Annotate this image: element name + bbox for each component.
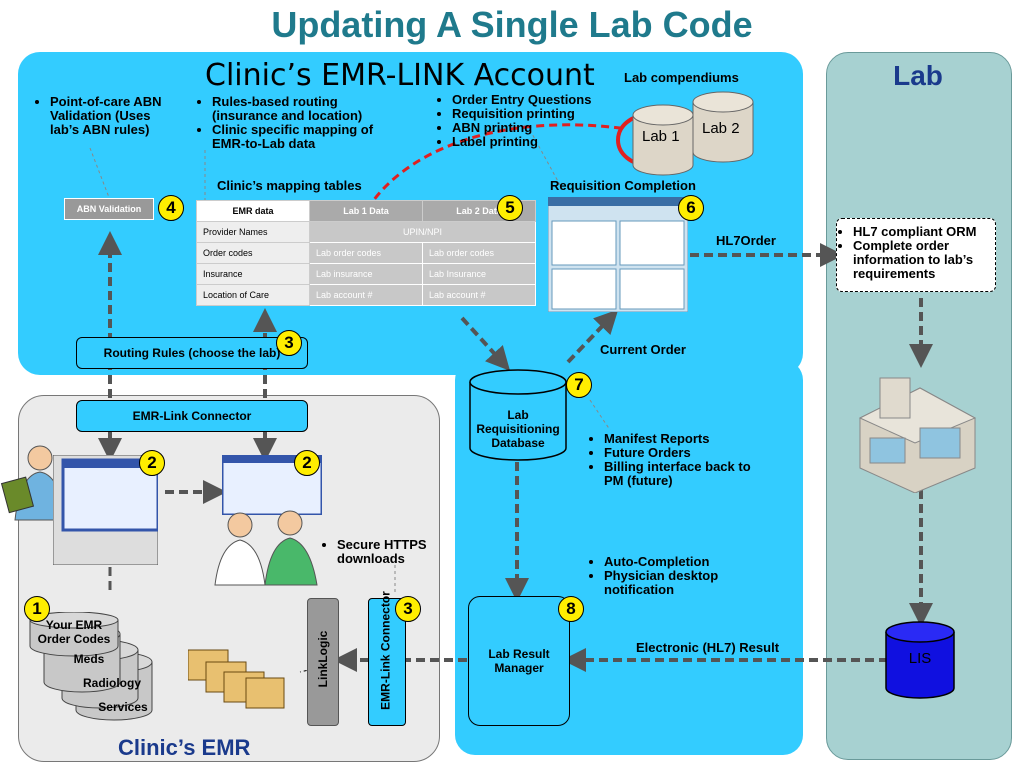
mapping-title: Clinic’s mapping tables (217, 178, 362, 193)
db-bullet-1: Manifest Reports (604, 432, 772, 446)
linklogic-label: LinkLogic (316, 630, 330, 688)
abn-bullet: Point-of-care ABN Validation (Uses lab’s… (50, 95, 163, 137)
stack-label-radiology: Radiology (82, 676, 141, 690)
db-bullet-2: Future Orders (604, 446, 772, 460)
mapping-table: EMR data Lab 1 Data Lab 2 Data Provider … (196, 200, 536, 306)
requisition-screenshot (548, 197, 688, 312)
badge-2-right: 2 (294, 450, 320, 476)
orm-box: HL7 compliant ORM Complete order informa… (836, 218, 996, 292)
nurse-patient-icon (214, 510, 318, 586)
badge-6: 6 (678, 195, 704, 221)
arrow-to-requisition (566, 309, 619, 364)
emr-screen-left (53, 455, 158, 565)
stack-label-services: Services (98, 700, 148, 714)
badge-3-connector: 3 (395, 596, 421, 622)
hl7order-label: HL7Order (716, 233, 776, 248)
page-title: Updating A Single Lab Code (271, 4, 753, 45)
mapping-cell: Insurance (196, 263, 310, 285)
abn-bullets: Point-of-care ABN Validation (Uses lab’s… (38, 95, 163, 137)
mapping-cell: Lab Insurance (422, 263, 536, 285)
lab-title: Lab (893, 60, 943, 91)
compendiums-label: Lab compendiums (624, 70, 739, 85)
routing-rules-box: Routing Rules (choose the lab) (76, 337, 308, 369)
order-bullets: Order Entry Questions Requisition printi… (440, 93, 620, 149)
database-label: Lab Requisitioning Database (476, 408, 560, 450)
mapping-cell: Provider Names (196, 221, 310, 243)
routing-bullets: Rules-based routing (insurance and locat… (200, 95, 390, 151)
badge-8: 8 (558, 596, 584, 622)
electronic-result-label: Electronic (HL7) Result (636, 640, 780, 655)
routing-bullet-1: Rules-based routing (insurance and locat… (212, 95, 390, 123)
routing-bullet-2: Clinic specific mapping of EMR-to-Lab da… (212, 123, 390, 151)
mapping-header-emr: EMR data (196, 200, 310, 222)
mapping-cell: Lab order codes (309, 242, 423, 264)
result-bullets: Auto-Completion Physician desktop notifi… (592, 555, 762, 597)
https-bullet: Secure HTTPS downloads (337, 538, 445, 566)
order-bullet-4: Label printing (452, 135, 620, 149)
badge-5: 5 (497, 195, 523, 221)
mapping-cell: Location of Care (196, 284, 310, 306)
mapping-cell: Lab account # (422, 284, 536, 306)
badge-7: 7 (566, 372, 592, 398)
https-bullets: Secure HTTPS downloads (325, 538, 445, 566)
lab-result-manager-box: Lab Result Manager (468, 596, 570, 726)
mapping-cell: Lab insurance (309, 263, 423, 285)
mapping-cell: Lab order codes (422, 242, 536, 264)
clinic-title: Clinic’s EMR (118, 735, 251, 760)
linklogic-box (307, 598, 339, 726)
db-bullet-3: Billing interface back to PM (future) (604, 460, 772, 488)
badge-2-left: 2 (139, 450, 165, 476)
compendium-cylinders (632, 91, 754, 176)
emr-link-connector-box: EMR-Link Connector (76, 400, 308, 432)
lab1-label: Lab 1 (642, 128, 680, 145)
stack-label-meds: Meds (73, 652, 105, 666)
orm-bullet-2: Complete order information to lab’s requ… (853, 239, 991, 281)
folders-icon (188, 649, 285, 709)
lis-label: LIS (908, 650, 932, 667)
mapping-cell: Lab account # (309, 284, 423, 306)
connector-vertical-label: EMR-Link Connector (378, 591, 393, 710)
mapping-cell: UPIN/NPI (309, 221, 536, 243)
result-bullet-1: Auto-Completion (604, 555, 762, 569)
result-bullet-2: Physician desktop notification (604, 569, 762, 597)
orm-bullet-1: HL7 compliant ORM (853, 225, 991, 239)
badge-4: 4 (158, 195, 184, 221)
requisition-title: Requisition Completion (550, 178, 696, 193)
stack-label-emr: Your EMR Order Codes (37, 618, 111, 646)
mapping-header-lab1: Lab 1 Data (309, 200, 423, 222)
mapping-cell: Order codes (196, 242, 310, 264)
current-order-label: Current Order (600, 342, 686, 357)
account-title: Clinic’s EMR-LINK Account (205, 58, 595, 93)
order-bullet-2: Requisition printing (452, 107, 620, 121)
emr-code-stack (29, 612, 153, 721)
abn-validation-box: ABN Validation (64, 198, 154, 220)
lab-building-icon (858, 377, 977, 493)
database-bullets: Manifest Reports Future Orders Billing i… (592, 432, 772, 488)
lis-cylinder (885, 621, 955, 699)
arrow-to-database (460, 316, 511, 371)
lab2-label: Lab 2 (702, 120, 740, 137)
order-bullet-1: Order Entry Questions (452, 93, 620, 107)
badge-3-routing: 3 (276, 330, 302, 356)
order-bullet-3: ABN printing (452, 121, 620, 135)
badge-1: 1 (24, 596, 50, 622)
